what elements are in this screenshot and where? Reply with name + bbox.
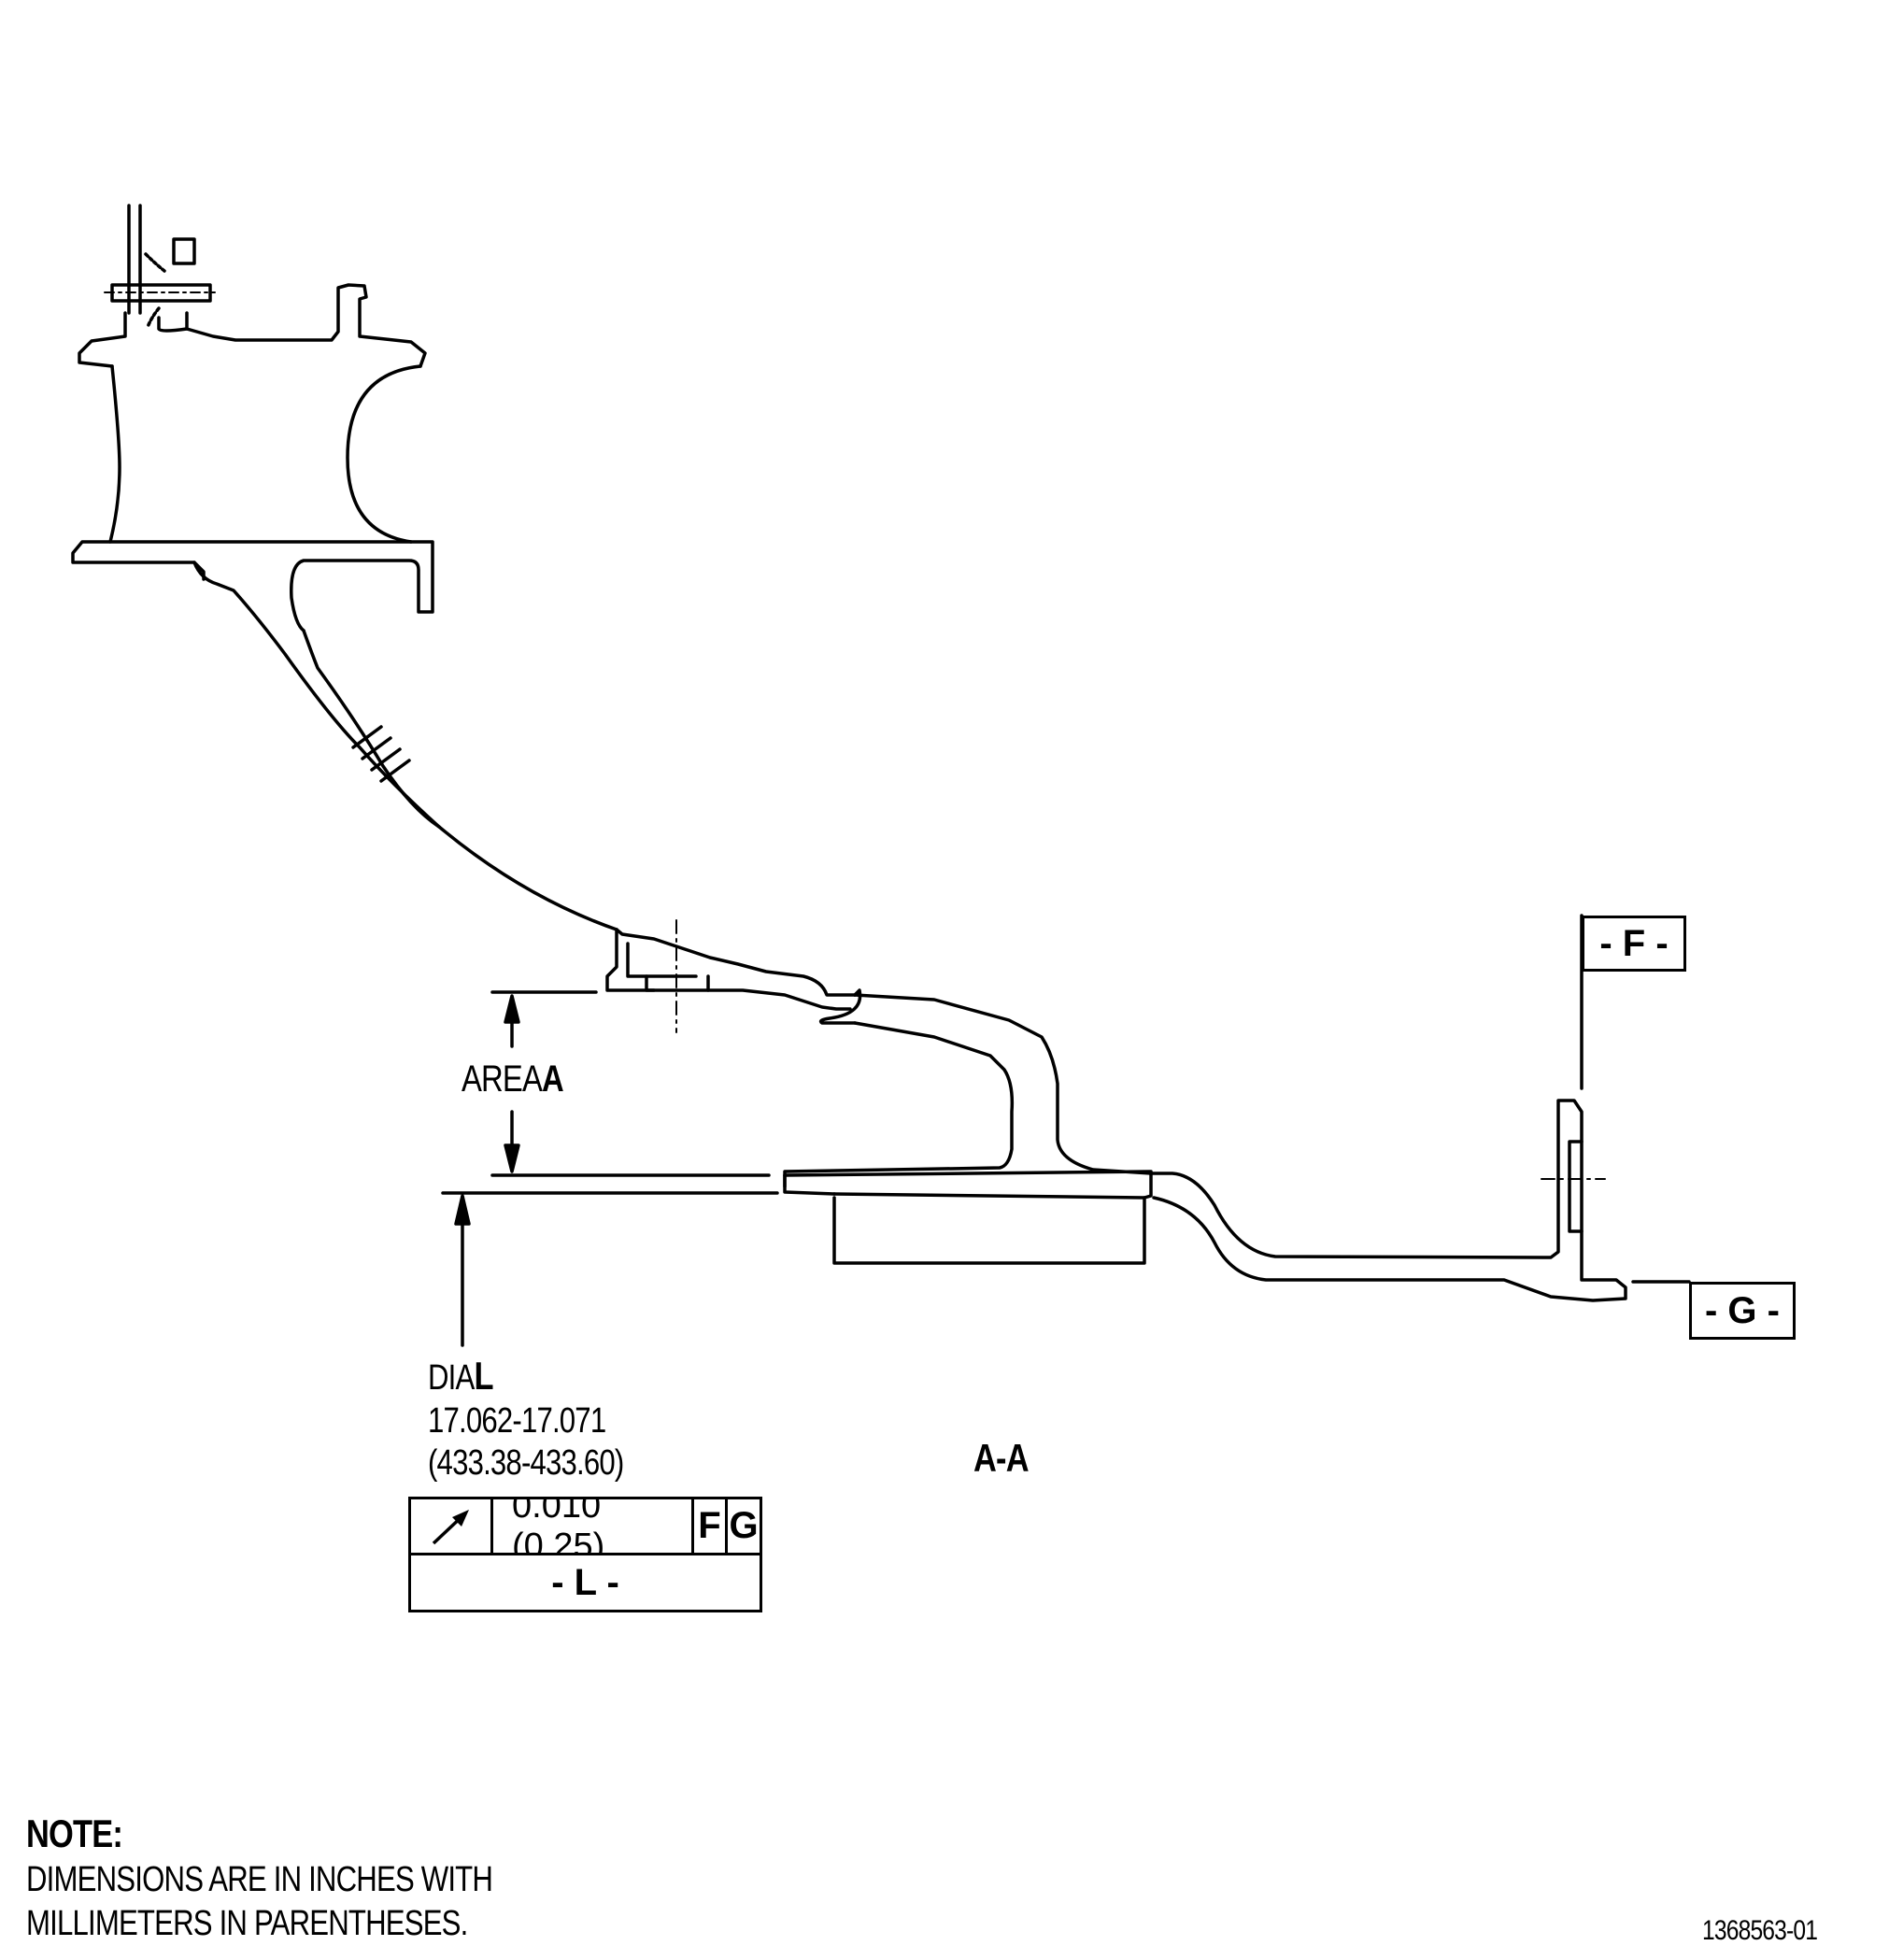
area-prefix: AREA	[462, 1058, 543, 1100]
fcf-datum-f: F	[694, 1499, 728, 1555]
note-title: NOTE:	[26, 1811, 123, 1855]
dia-l-leader	[454, 1194, 471, 1347]
section-label: A-A	[973, 1436, 1030, 1480]
dia-label: DIAL	[428, 1354, 494, 1398]
runout-arrow-icon	[432, 1509, 469, 1544]
upper-vane-platform	[71, 204, 434, 632]
area-letter: A	[542, 1058, 564, 1100]
fcf-datum-l: - L -	[551, 1561, 619, 1603]
area-label: AREAA	[462, 1058, 564, 1100]
sloped-strut	[192, 561, 857, 997]
lower-flange	[783, 1099, 1627, 1302]
note-line-2: MILLIMETERS IN PARENTHESES.	[26, 1904, 468, 1943]
dia-prefix: DIA	[428, 1358, 475, 1398]
datum-f-label: - F -	[1599, 922, 1669, 964]
fcf-datum-g: G	[728, 1499, 760, 1555]
dia-millimeters: (433.38-433.60)	[428, 1443, 624, 1483]
feature-control-frame: 0.010 (0.25) F G - L -	[408, 1497, 762, 1612]
fcf-symbol-cell	[411, 1499, 493, 1555]
datum-f-box: - F -	[1582, 916, 1686, 972]
datum-g-box: - G -	[1689, 1282, 1796, 1340]
fcf-tolerance: 0.010 (0.25)	[493, 1499, 694, 1555]
dia-inches: 17.062-17.071	[428, 1401, 606, 1441]
datum-g-label: - G -	[1705, 1289, 1780, 1331]
figure-number: 1368563-01	[1702, 1915, 1818, 1946]
dia-letter: L	[474, 1354, 493, 1398]
area-a-dimension	[441, 990, 779, 1195]
mid-hub	[605, 919, 1153, 1196]
note-line-1: DIMENSIONS ARE IN INCHES WITH	[26, 1860, 493, 1899]
